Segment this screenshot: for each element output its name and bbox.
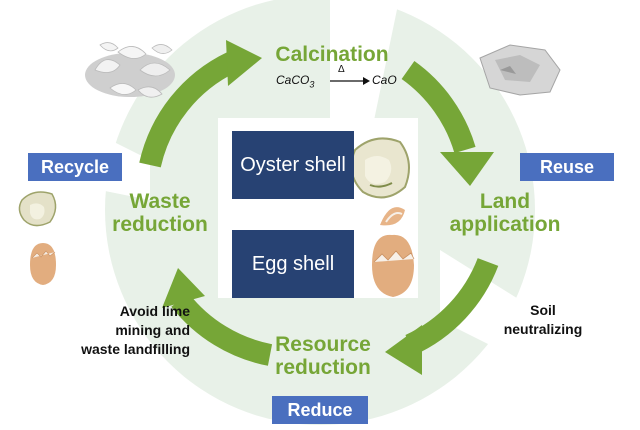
land-application-title: Land application — [430, 190, 580, 236]
avoid-note-line3: waste landfilling — [81, 340, 190, 357]
oyster-shell-box: Oyster shell — [232, 131, 354, 199]
land-application-line1: Land — [479, 190, 531, 213]
resource-reduction-title: Resource reduction — [258, 333, 388, 379]
egg-shell-box: Egg shell — [232, 230, 354, 298]
reuse-tag: Reuse — [520, 153, 614, 181]
background-divider-top — [330, 0, 399, 130]
waste-reduction-line1: Waste — [129, 190, 191, 213]
arrowhead-land — [440, 152, 494, 186]
arrow-resource-to-waste — [171, 293, 273, 366]
egg-shell-image — [372, 207, 415, 297]
reduce-tag: Reduce — [272, 396, 368, 424]
waste-reduction-title: Waste reduction — [100, 190, 220, 236]
eggshell-fragments-image — [85, 42, 175, 98]
arrowhead-calcination — [226, 40, 262, 86]
recycle-tag: Recycle — [28, 153, 122, 181]
soil-note-line1: Soil — [530, 302, 556, 318]
product-formula: CaO — [372, 73, 397, 87]
reactant-subscript: 3 — [309, 79, 315, 90]
oyster-shell-small-image — [18, 191, 57, 227]
calcination-title: Calcination — [275, 43, 389, 66]
heat-condition: Δ — [338, 64, 345, 75]
background-divider-right — [440, 250, 520, 360]
resource-reduction-line2: reduction — [275, 356, 371, 380]
reactant-label: CaCO — [276, 73, 310, 87]
calcined-shell-image — [479, 44, 561, 96]
land-application-line2: application — [449, 213, 561, 237]
reactant-formula: CaCO3 — [276, 73, 314, 89]
soil-neutralizing-note: Soil neutralizing — [488, 301, 598, 339]
arrowhead-resource — [385, 325, 422, 375]
avoid-lime-note: Avoid lime mining and waste landfilling — [40, 302, 190, 359]
arrow-waste-to-calcination — [139, 52, 237, 168]
arrowhead-waste — [162, 268, 205, 308]
arrow-calcination-to-land — [401, 61, 476, 154]
avoid-note-line1: Avoid lime — [119, 303, 190, 319]
avoid-note-line2: mining and — [115, 321, 190, 338]
soil-note-line2: neutralizing — [503, 320, 583, 337]
egg-shell-small-image — [30, 243, 56, 285]
resource-reduction-line1: Resource — [275, 333, 371, 356]
oyster-shell-image — [350, 137, 410, 199]
waste-reduction-line2: reduction — [112, 213, 208, 237]
reaction-arrowhead — [363, 77, 370, 85]
